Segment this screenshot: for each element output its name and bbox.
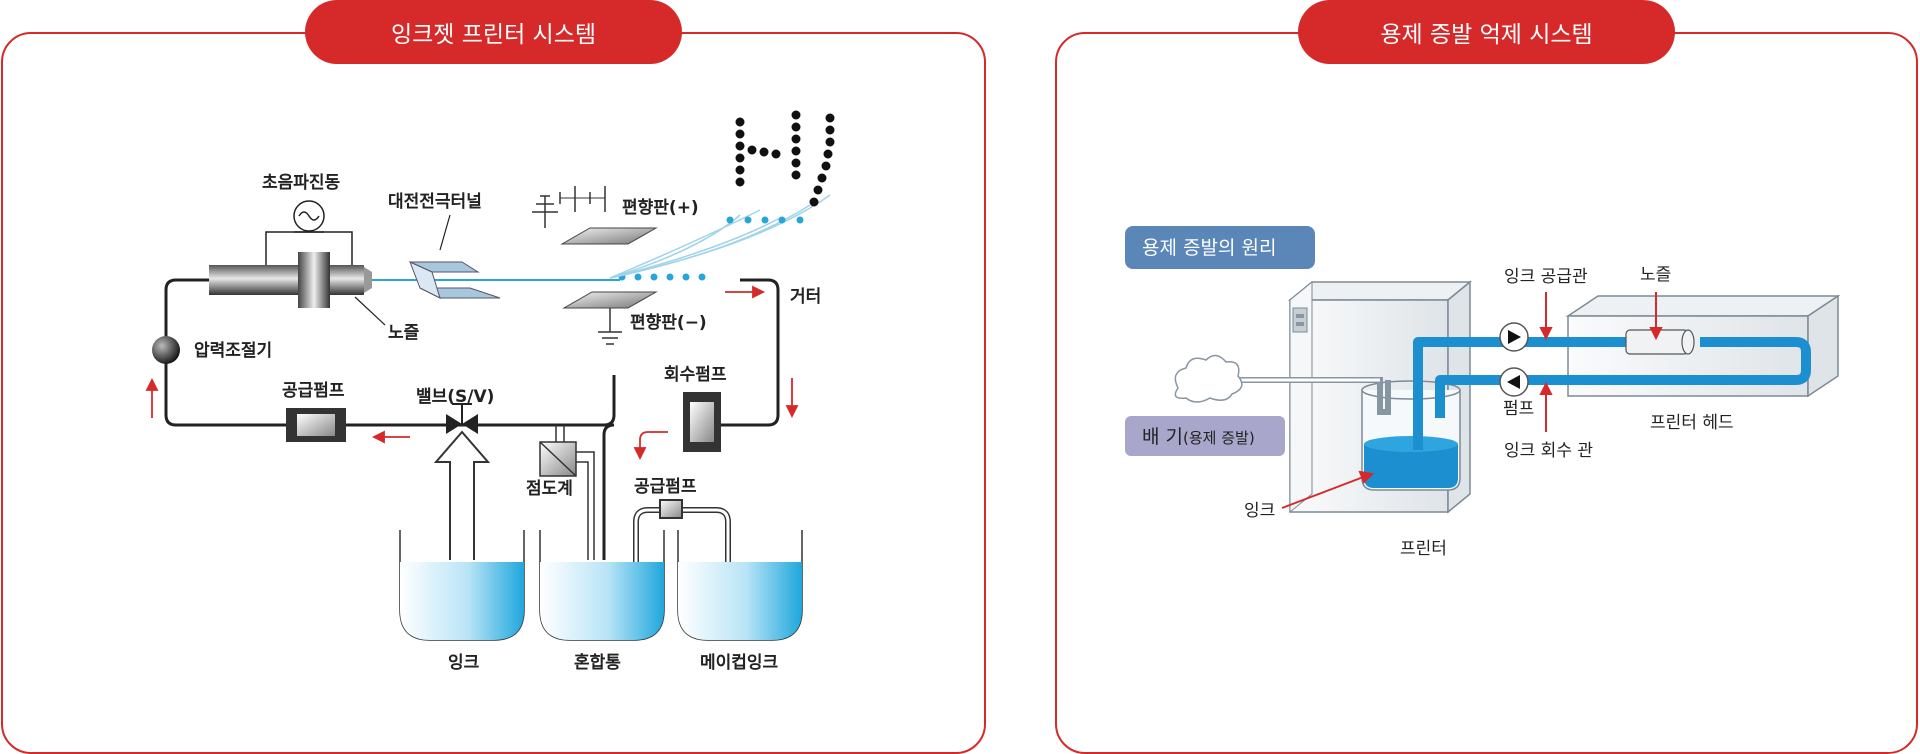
ink-feed-arrow	[433, 430, 491, 560]
exhaust-text: 배 기(용제 증발)	[1142, 426, 1255, 448]
charge-tunnel	[409, 261, 501, 299]
label-deflect-plus: 편향판(+)	[622, 197, 699, 218]
label-printer: 프린터	[1400, 539, 1447, 559]
recovery-loop-pipe	[700, 278, 780, 427]
label-ink: 잉크	[448, 653, 480, 673]
ink-drops	[1715, 337, 1785, 347]
label-gutter: 거터	[790, 287, 821, 307]
label-pressure-regulator: 압력조절기	[194, 340, 272, 361]
label-pump: 펌프	[1503, 399, 1534, 419]
inkjet-system-title: 잉크젯 프린터 시스템	[305, 0, 682, 64]
label-makeup-ink: 메이컵잉크	[700, 652, 779, 673]
label-nozzle-right: 노즐	[1640, 265, 1671, 285]
principle-text: 용제 증발의 원리	[1142, 237, 1276, 259]
flow-arrows	[145, 285, 799, 461]
label-printer-head: 프린터 헤드	[1650, 413, 1734, 433]
label-ink-return-pipe: 잉크 회수 관	[1504, 441, 1593, 461]
supply-pump-circle-icon	[1499, 322, 1529, 352]
recovery-pump-icon	[683, 392, 721, 452]
ultrasonic-head	[209, 200, 372, 308]
mix-tank-pipe	[602, 423, 615, 560]
exhaust-badge	[1125, 416, 1285, 456]
deflection-plate-minus	[562, 291, 658, 345]
label-viscometer: 점도계	[526, 479, 573, 499]
label-mix-tank: 혼합통	[574, 652, 621, 673]
exhaust-cloud-icon	[1174, 354, 1243, 403]
label-ultrasonic: 초음파진동	[262, 173, 341, 193]
solenoid-valve-icon	[446, 403, 478, 434]
printed-dot-letter	[735, 110, 835, 207]
ink-tank	[399, 530, 525, 641]
label-valve: 밸브(S/V)	[416, 387, 494, 407]
principle-badge	[1125, 226, 1315, 269]
leader-lines	[354, 214, 451, 326]
label-ink-right: 잉크	[1244, 501, 1275, 521]
deflected-streams	[609, 194, 831, 279]
makeup-pump-icon	[633, 499, 731, 565]
label-ink-supply-pipe: 잉크 공급관	[1504, 267, 1588, 287]
label-deflect-minus: 편향판(−)	[630, 312, 707, 333]
nozzle-cylinder	[1625, 329, 1695, 355]
pressure-regulator-icon	[152, 336, 180, 364]
label-supply-pump-2: 공급펌프	[634, 477, 697, 497]
solvent-system-title: 용제 증발 억제 시스템	[1298, 0, 1675, 64]
label-supply-pump: 공급펌프	[282, 381, 345, 401]
ink-return-line	[1435, 337, 1811, 418]
ink-supply-line	[1413, 337, 1648, 450]
inkjet-diagram: 초음파진동 대전전극터널 편향판(+) 편향판(−) 노즐 거터 압력조절기 공…	[145, 110, 835, 673]
ink-container	[1361, 380, 1461, 491]
mix-tank	[539, 530, 665, 641]
deflection-plate-plus	[532, 186, 658, 245]
makeup-ink-tank	[677, 530, 803, 641]
uncharged-drops	[618, 273, 706, 281]
return-pump-circle-icon	[1499, 367, 1529, 397]
deflected-drops	[726, 216, 804, 224]
solvent-diagram: 용제 증발의 원리	[1125, 226, 1841, 559]
label-recovery-pump: 회수펌프	[664, 365, 727, 385]
right-leader-arrows	[1281, 292, 1663, 509]
label-nozzle: 노즐	[388, 323, 420, 343]
label-charge-tunnel: 대전전극터널	[388, 192, 482, 212]
viscometer-icon	[539, 425, 595, 560]
supply-loop-pipe	[164, 278, 616, 427]
supply-pump-icon	[286, 408, 346, 442]
